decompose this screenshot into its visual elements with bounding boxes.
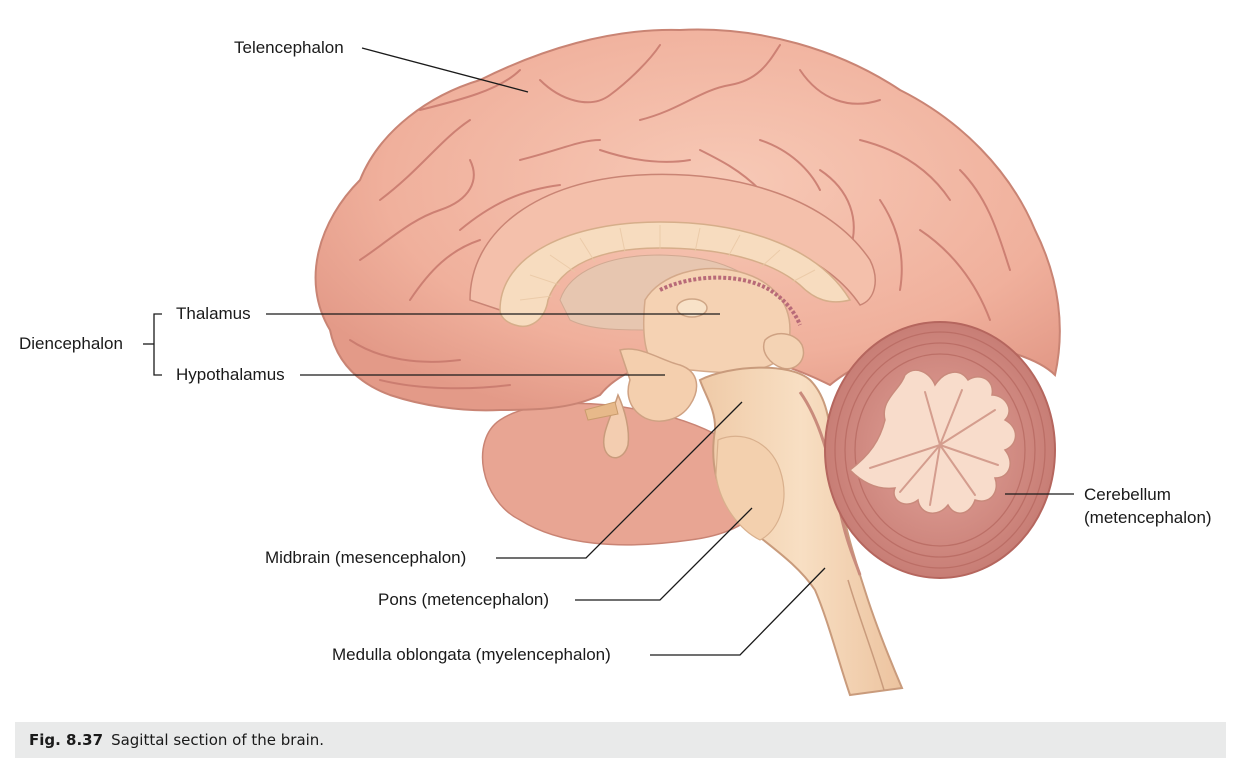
label-thalamus: Thalamus xyxy=(176,304,251,323)
label-cerebellum-sub: (metencephalon) xyxy=(1084,508,1212,527)
pons-bulge xyxy=(715,435,785,541)
leader-medulla xyxy=(650,567,826,656)
brain-sagittal-illustration xyxy=(143,28,1074,697)
choroid-plexus xyxy=(659,275,802,326)
pineal-region xyxy=(763,333,805,370)
figure-caption: Fig. 8.37 Sagittal section of the brain. xyxy=(15,722,1226,758)
label-hypothalamus: Hypothalamus xyxy=(176,365,285,384)
interthalamic-adhesion xyxy=(676,298,708,318)
corpus-callosum xyxy=(499,221,852,327)
figure-caption-text: Sagittal section of the brain. xyxy=(111,731,325,749)
arbor-vitae xyxy=(848,369,1017,514)
label-pons: Pons (metencephalon) xyxy=(378,590,550,609)
diencephalon-bracket xyxy=(153,313,162,376)
label-medulla: Medulla oblongata (myelencephalon) xyxy=(332,645,611,664)
gyri-folds xyxy=(349,44,1011,390)
figure-number: Fig. 8.37 xyxy=(29,731,104,749)
leader-lines xyxy=(143,47,1074,656)
cerebellum xyxy=(824,321,1056,579)
medulla-fissure xyxy=(847,579,885,691)
corpus-callosum-striations xyxy=(519,225,816,301)
label-midbrain: Midbrain (mesencephalon) xyxy=(265,548,467,567)
leader-telencephalon xyxy=(361,47,529,93)
leader-midbrain xyxy=(496,401,743,559)
hypothalamus-region xyxy=(619,348,698,422)
label-diencephalon: Diencephalon xyxy=(19,334,123,353)
label-cerebellum: Cerebellum xyxy=(1084,485,1171,504)
optic-chiasm xyxy=(584,401,619,421)
leader-pons xyxy=(575,507,753,601)
pituitary-stalk xyxy=(603,392,630,459)
label-telencephalon: Telencephalon xyxy=(234,38,344,57)
